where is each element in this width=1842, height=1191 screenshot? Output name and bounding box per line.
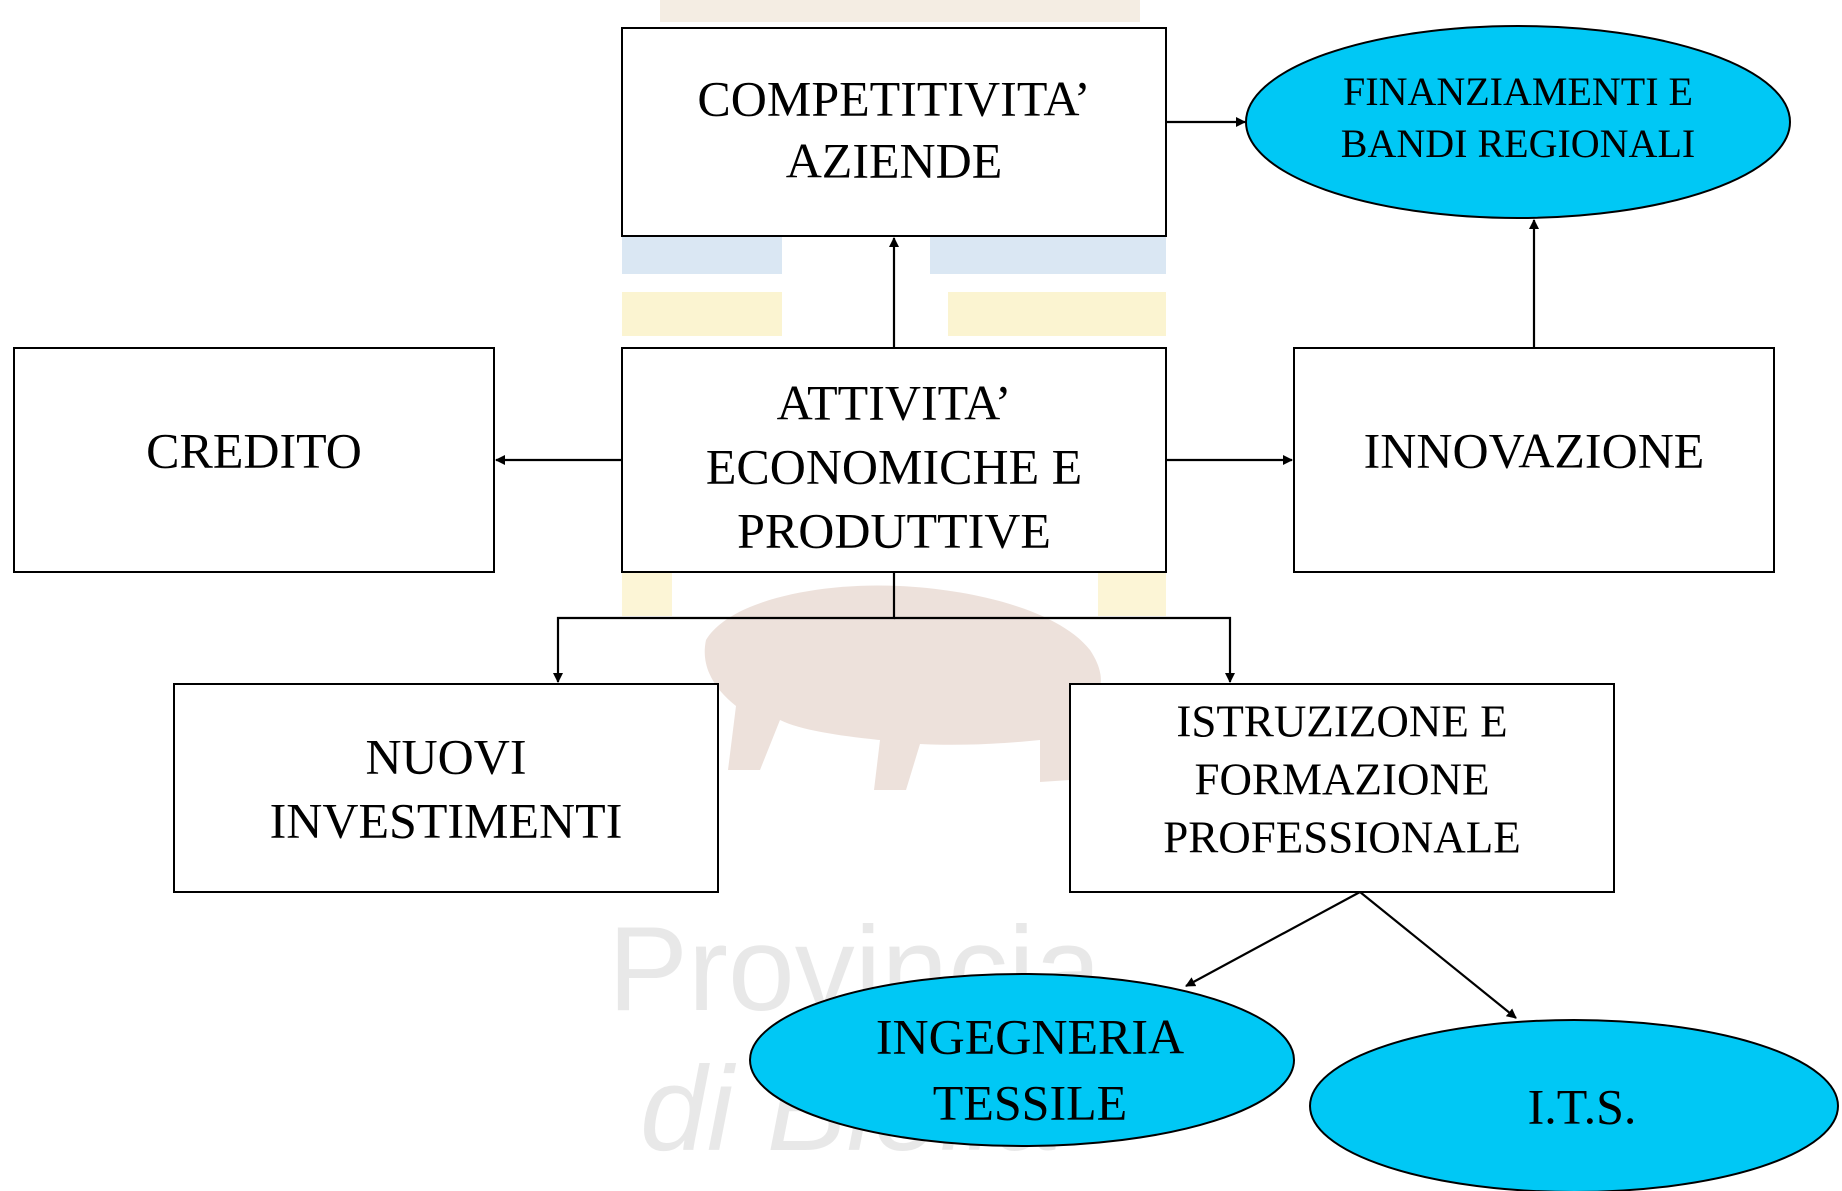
edge-istruzione-its bbox=[1359, 891, 1517, 1019]
node-label-line1: ATTIVITA’ bbox=[777, 374, 1012, 430]
node-label: I.T.S. bbox=[1528, 1078, 1637, 1134]
node-ellipse bbox=[1309, 1019, 1839, 1191]
edges bbox=[495, 117, 1539, 1019]
node-label-line1: COMPETITIVITA’ bbox=[697, 70, 1090, 126]
node-ellipse bbox=[749, 973, 1295, 1147]
crest-stripes bbox=[622, 0, 1166, 616]
node-label-line2: ECONOMICHE E bbox=[706, 438, 1082, 494]
node-box bbox=[173, 683, 719, 893]
node-istruzione-formazione[interactable]: ISTRUZIZONE E FORMAZIONE PROFESSIONALE bbox=[1069, 683, 1615, 893]
node-box bbox=[621, 27, 1167, 237]
node-label-line1: ISTRUZIZONE E bbox=[1176, 696, 1507, 746]
node-label-line2: AZIENDE bbox=[786, 132, 1003, 188]
node-label: INNOVAZIONE bbox=[1364, 422, 1705, 478]
node-label-line2: INVESTIMENTI bbox=[270, 792, 623, 848]
node-label-line2: TESSILE bbox=[933, 1074, 1127, 1130]
node-competitivita-aziende[interactable]: COMPETITIVITA’ AZIENDE bbox=[621, 27, 1167, 237]
node-label-line2: FORMAZIONE bbox=[1194, 754, 1489, 804]
node-box bbox=[1069, 683, 1615, 893]
node-label-line1: NUOVI bbox=[365, 728, 526, 784]
node-box bbox=[13, 347, 495, 573]
node-box bbox=[621, 347, 1167, 573]
edge-attivita-istruzione bbox=[894, 616, 1235, 683]
node-label-line3: PRODUTTIVE bbox=[737, 502, 1051, 558]
node-label-line2: BANDI REGIONALI bbox=[1341, 121, 1695, 166]
node-innovazione[interactable]: INNOVAZIONE bbox=[1293, 347, 1775, 573]
node-ellipse bbox=[1245, 25, 1791, 219]
node-box bbox=[1293, 347, 1775, 573]
node-label-line1: FINANZIAMENTI E bbox=[1343, 69, 1693, 114]
node-attivita-economiche[interactable]: ATTIVITA’ ECONOMICHE E PRODUTTIVE bbox=[621, 347, 1167, 573]
node-credito[interactable]: CREDITO bbox=[13, 347, 495, 573]
node-ingegneria-tessile[interactable]: INGEGNERIA TESSILE bbox=[749, 973, 1295, 1147]
node-finanziamenti-bandi[interactable]: FINANZIAMENTI E BANDI REGIONALI bbox=[1245, 25, 1791, 219]
bear-emblem bbox=[704, 585, 1101, 790]
node-its[interactable]: I.T.S. bbox=[1309, 1019, 1839, 1191]
edge-istruzione-ingegneria bbox=[1185, 891, 1361, 987]
node-nuovi-investimenti[interactable]: NUOVI INVESTIMENTI bbox=[173, 683, 719, 893]
edge-attivita-branch bbox=[553, 572, 896, 683]
node-label-line3: PROFESSIONALE bbox=[1163, 812, 1521, 862]
node-label-line1: INGEGNERIA bbox=[876, 1008, 1184, 1064]
node-label: CREDITO bbox=[146, 422, 362, 478]
